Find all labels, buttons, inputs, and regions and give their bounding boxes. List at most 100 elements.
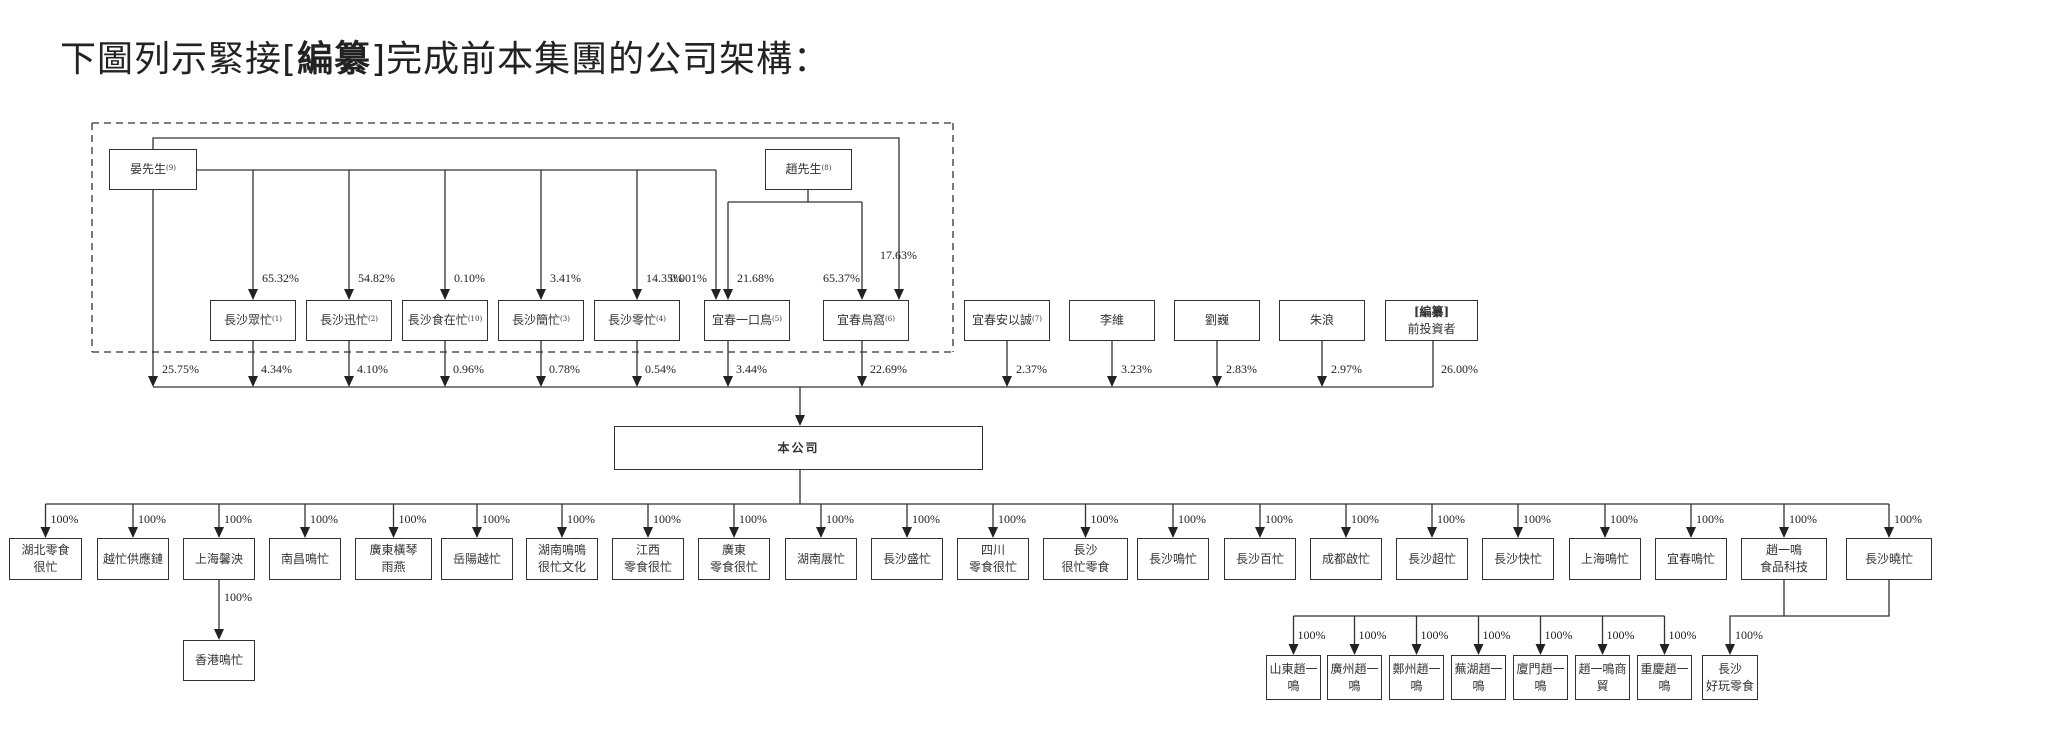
pct-yan-holding: 54.82% [358,271,395,285]
shareholder-box-yan: 晏先生(9) [109,149,197,190]
arrowhead-icon [40,527,51,538]
arrowhead-icon [1168,527,1178,538]
arrowhead-icon [214,527,224,538]
box-label: 長沙食在忙(10) [407,313,483,327]
box-label: 李維 [1099,313,1124,327]
holding-entity-box: 長沙眾忙(1) [210,300,296,341]
subsidiary-box: 上海鳴忙 [1569,538,1641,580]
pct-subsidiary: 100% [912,512,940,526]
arrowhead-icon [988,527,998,538]
shareholder-box-other: 李維 [1069,300,1155,341]
box-label: 長沙鳴忙 [1148,551,1197,566]
box-label: 越忙供應鏈 [102,551,163,566]
title-prefix: 下圖列示緊接[ [60,39,298,80]
arrowhead-icon [248,289,258,300]
arrowhead-icon [1411,644,1422,655]
subsidiary-box-level2: 山東趙一鳴 [1266,655,1321,700]
shareholder-box-zhao: 趙先生(8) [765,149,852,190]
pct-yan-holding: 3.41% [550,271,581,285]
subsidiary-box: 廣東 零食很忙 [698,538,770,580]
pct-subsidiary: 100% [1420,628,1449,642]
arrowhead-icon [1255,527,1265,538]
arrowhead-icon [711,289,721,300]
pct-in-company: 26.00% [1441,362,1478,376]
footnote-ref: (7) [1032,315,1042,323]
arrowhead-icon [536,289,546,300]
arrowhead-icon [1473,644,1484,655]
box-label: 蕪湖趙一鳴 [1454,661,1503,693]
pct-subsidiary: 100% [1358,628,1387,642]
arrowhead-icon [1002,376,1012,387]
pct-subsidiary: 100% [567,512,595,526]
box-label: 岳陽越忙 [452,551,501,566]
pct-zhao-yichun-niaowo: 65.37% [823,271,860,285]
footnote-ref: (3) [560,315,570,323]
box-label: 長沙超忙 [1407,551,1456,566]
subsidiary-box: 湖南展忙 [785,538,857,580]
pct-in-company: 2.97% [1331,362,1362,376]
subsidiary-box: 長沙超忙 [1396,538,1468,580]
holding-entity-box: 宜春鳥窩(6) [823,300,909,341]
pct-in-company: 2.37% [1016,362,1047,376]
subsidiary-box: 上海馨泱 [183,538,255,580]
pct-in-company: 3.44% [736,362,767,376]
pct-subsidiary: 100% [398,512,427,526]
subsidiary-box-level2: 鄭州趙一鳴 [1389,655,1444,700]
arrowhead-icon [248,376,258,387]
box-label: 江西 零食很忙 [623,543,672,574]
footnote-ref: (10) [467,315,483,323]
pct-subsidiary: 100% [1789,512,1817,526]
arrowhead-icon [729,527,739,538]
arrowhead-icon [128,527,138,538]
arrowhead-icon [1597,644,1608,655]
box-label: 趙一鳴商貿 [1578,661,1627,693]
pct-subsidiary: 100% [1482,628,1511,642]
arrowhead-icon [440,376,450,387]
box-label: 宜春一口鳥(5) [712,313,782,327]
subsidiary-box: 趙一鳴 食品科技 [1741,538,1827,580]
subsidiary-box: 香港鳴忙 [183,640,255,681]
pct-subsidiary: 100% [1523,512,1551,526]
pct-yan-yichun-niaowo: 17.63% [880,248,917,262]
arrowhead-icon [1884,527,1894,538]
arrowhead-icon [388,527,399,538]
holding-entity-box: 長沙迅忙(2) [306,300,392,341]
subsidiary-box: 長沙 很忙零食 [1043,538,1128,580]
arrowhead-icon [857,376,867,387]
arrowhead-icon [894,289,904,300]
subsidiary-box: 江西 零食很忙 [612,538,684,580]
arrowhead-icon [1600,527,1610,538]
box-label: 重慶趙一鳴 [1640,661,1689,693]
subsidiary-box-level2: 趙一鳴商貿 [1575,655,1630,700]
pct-in-company: 22.69% [870,362,907,376]
arrowhead-icon [632,289,642,300]
box-label: 劉巍 [1204,313,1229,327]
arrowhead-icon [557,527,567,538]
shareholder-box-other: 劉巍 [1174,300,1260,341]
pct-subsidiary: 100% [1544,628,1573,642]
box-label: 長沙眾忙(1) [224,313,282,327]
footnote-ref: (5) [772,315,782,323]
footnote-ref: (6) [885,315,895,323]
arrowhead-icon [902,527,912,538]
subsidiary-box-level2: 廣州趙一鳴 [1327,655,1382,700]
pct-zhao-yichun-yikouniao: 21.68% [737,271,774,285]
pct-subsidiary: 100% [1735,628,1763,642]
title-redacted-term: 編纂 [297,39,372,80]
box-label: 長沙快忙 [1493,551,1542,566]
pct-yan-holding: 14.35% [646,271,683,285]
subsidiary-box: 長沙鳴忙 [1137,538,1209,580]
pct-in-company: 4.10% [357,362,388,376]
footnote-ref: (2) [368,315,378,323]
box-label: 長沙盛忙 [882,551,931,566]
box-label: 湖南展忙 [796,551,845,566]
box-label: 成都啟忙 [1321,551,1370,566]
box-label: 長沙 很忙零食 [1061,543,1110,574]
box-label: 朱浪 [1309,313,1334,327]
pct-subsidiary: 100% [50,512,79,526]
arrowhead-icon [723,376,733,387]
box-label: 長沙零忙(4) [608,313,666,327]
arrowhead-icon [723,289,733,300]
arrowhead-icon [300,527,310,538]
